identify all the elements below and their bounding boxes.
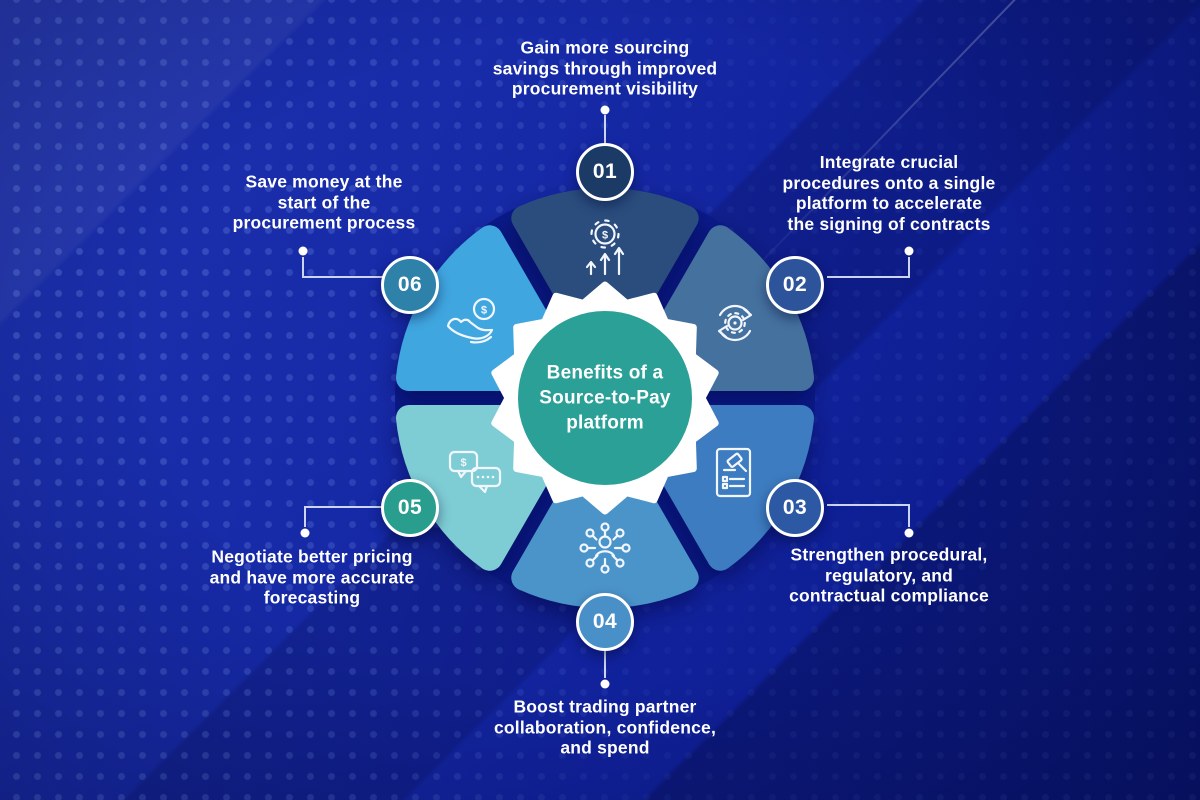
- connector-dot-06: [298, 246, 308, 256]
- step-number: 01: [592, 160, 618, 183]
- benefit-label-01: Gain more sourcing savings through impro…: [492, 37, 718, 99]
- step-number: 04: [592, 610, 618, 633]
- svg-text:$: $: [481, 305, 487, 317]
- center-circle: [518, 311, 692, 485]
- step-number: 06: [397, 273, 423, 296]
- connector-dot-03: [904, 528, 914, 538]
- benefit-label-02: Integrate crucial procedures onto a sing…: [782, 152, 996, 234]
- contract-compliance-icon: [715, 447, 752, 498]
- connector-dot-05: [300, 528, 310, 538]
- step-badge-01: 01: [576, 143, 634, 201]
- connector-05: [304, 506, 383, 527]
- connector-dot-01: [600, 105, 610, 115]
- connector-dot-02: [904, 246, 914, 256]
- connector-02: [827, 257, 910, 278]
- benefit-label-04: Boost trading partner collaboration, con…: [493, 696, 717, 758]
- svg-text:$: $: [602, 230, 608, 242]
- benefit-label-03: Strengthen procedural, regulatory, and c…: [789, 544, 989, 606]
- step-badge-04: 04: [576, 593, 634, 651]
- step-badge-06: 06: [381, 256, 439, 314]
- connector-dots: [298, 105, 914, 689]
- connector-03: [827, 504, 910, 527]
- benefit-label-05: Negotiate better pricing and have more a…: [209, 546, 415, 608]
- connector-lines: [302, 115, 910, 678]
- svg-text:$: $: [460, 457, 466, 469]
- step-number: 05: [397, 496, 423, 519]
- connector-06: [302, 257, 383, 278]
- step-number: 03: [782, 496, 808, 519]
- step-number: 02: [782, 273, 808, 296]
- benefit-label-06: Save money at the start of the procureme…: [232, 171, 416, 233]
- partner-network-icon: [579, 522, 631, 574]
- price-chat-icon: $: [448, 450, 502, 494]
- diagram-title: Benefits of a Source-to-Pay platform: [539, 362, 671, 434]
- gear-dollar-growth-icon: $: [585, 219, 625, 276]
- step-badge-02: 02: [766, 256, 824, 314]
- process-cycle-icon: [717, 304, 753, 342]
- step-badge-05: 05: [381, 479, 439, 537]
- connector-dot-04: [600, 679, 610, 689]
- step-badge-03: 03: [766, 479, 824, 537]
- hand-coin-icon: $: [446, 297, 496, 344]
